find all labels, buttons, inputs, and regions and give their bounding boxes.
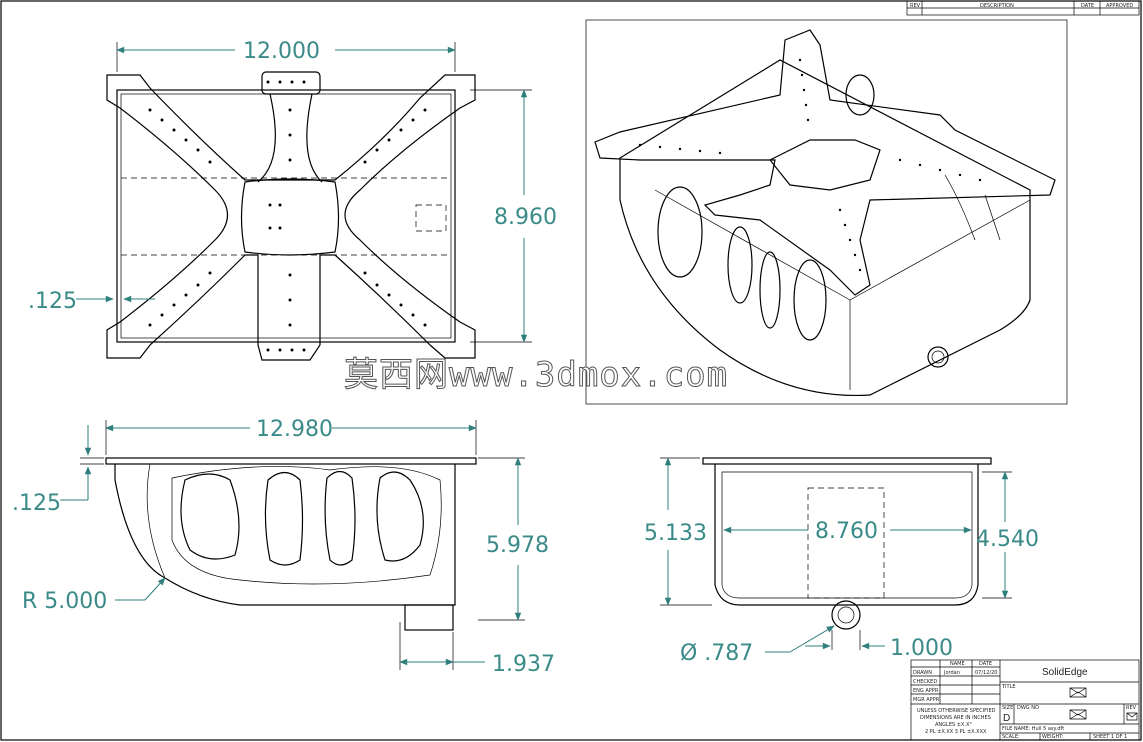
dim-front-width: 8.760 bbox=[815, 519, 878, 544]
tb-rev-envelope-icon bbox=[1126, 712, 1138, 721]
tb-row-drawn: DRAWN bbox=[913, 670, 932, 676]
tb-file-name: FILE NAME: Hull 5 asy.dft bbox=[1002, 726, 1064, 732]
tb-size-value: D bbox=[1003, 713, 1010, 724]
tb-dwg-label: DWG NO bbox=[1017, 705, 1039, 711]
tb-sheet: SHEET 1 OF 1 bbox=[1093, 734, 1127, 740]
dim-top-thickness: .125 bbox=[28, 289, 77, 314]
tb-note-1: DIMENSIONS ARE IN INCHES bbox=[920, 715, 991, 721]
top-view: 12.000 8.960 .125 bbox=[28, 39, 557, 361]
tb-row-eng-appr: ENG APPR bbox=[913, 688, 939, 694]
tb-note-2: ANGLES ±X.X° bbox=[935, 722, 972, 728]
dim-side-width: 12.980 bbox=[256, 417, 333, 442]
revision-table: REV DESCRIPTION DATE APPROVED bbox=[906, 0, 1140, 16]
side-view: 12.980 5.978 .125 R 5.000 1.937 bbox=[12, 417, 555, 677]
tb-title-envelope-icon bbox=[1069, 687, 1087, 698]
isometric-view bbox=[585, 19, 1068, 405]
tb-title-label: TITLE bbox=[1001, 684, 1016, 690]
dim-side-height: 5.978 bbox=[486, 533, 549, 558]
dim-front-hole-offset: 1.000 bbox=[890, 636, 953, 661]
tb-note-3: 2 PL ±X.XX 3 PL ±X.XXX bbox=[925, 729, 987, 735]
tb-col-name: NAME bbox=[950, 661, 965, 667]
dim-top-height: 8.960 bbox=[494, 205, 557, 230]
title-block: NAME DATE DRAWN CHECKED ENG APPR MGR APP… bbox=[910, 659, 1140, 741]
dim-top-width: 12.000 bbox=[243, 39, 320, 64]
tb-drawn-name: Jordan bbox=[943, 670, 960, 676]
dim-side-bottom-offset: 1.937 bbox=[492, 652, 555, 677]
dim-side-thickness: .125 bbox=[12, 491, 61, 516]
tb-drawn-date: 07/12/20 bbox=[975, 670, 997, 676]
rev-header: REV bbox=[910, 3, 921, 9]
tb-scale: SCALE: bbox=[1002, 734, 1020, 740]
tb-company: SolidEdge bbox=[1042, 667, 1088, 678]
dim-front-height-inner: 4.540 bbox=[976, 527, 1039, 552]
tb-dwg-envelope-icon bbox=[1069, 709, 1087, 720]
dim-front-height-outer: 5.133 bbox=[644, 521, 707, 546]
tb-weight: WEIGHT: bbox=[1042, 734, 1064, 740]
tb-row-mgr-appr: MGR APPR bbox=[913, 697, 940, 703]
description-header: DESCRIPTION bbox=[980, 3, 1014, 9]
date-header: DATE bbox=[1081, 3, 1094, 9]
front-view: 5.133 8.760 4.540 Ø .787 1.000 bbox=[644, 457, 1039, 666]
dim-front-hole-dia: Ø .787 bbox=[680, 641, 753, 666]
tb-size-label: SIZE bbox=[1002, 705, 1013, 711]
watermark: 莫西网www.3dmox.com bbox=[344, 355, 728, 395]
dim-side-radius: R 5.000 bbox=[22, 589, 107, 614]
tb-row-checked: CHECKED bbox=[913, 679, 937, 685]
tb-col-date: DATE bbox=[979, 661, 992, 667]
tb-note-0: UNLESS OTHERWISE SPECIFIED bbox=[917, 708, 996, 714]
approved-header: APPROVED bbox=[1106, 3, 1133, 9]
tb-rev-label: REV bbox=[1126, 705, 1137, 711]
